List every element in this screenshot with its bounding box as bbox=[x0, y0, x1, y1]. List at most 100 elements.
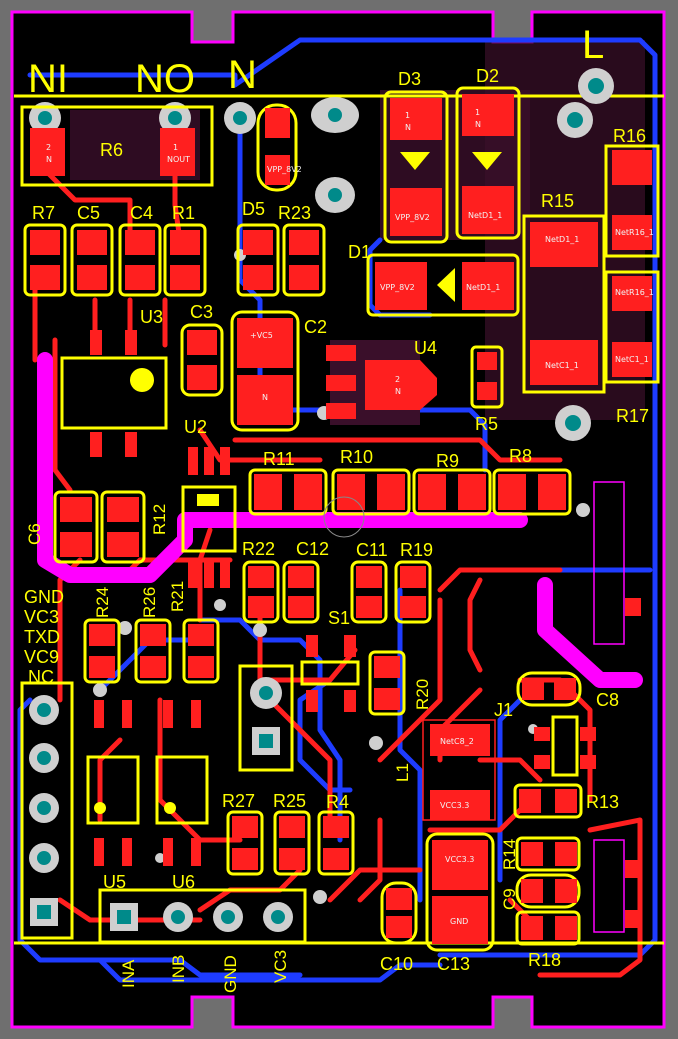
bottom-label-gnd: GND bbox=[221, 955, 240, 993]
svg-text:2: 2 bbox=[395, 375, 400, 384]
svg-text:1: 1 bbox=[173, 143, 178, 152]
r6-resistor: 2 N 1 NOUT bbox=[20, 105, 214, 187]
d1-diode: VPP_8V2 NetD1_1 bbox=[366, 253, 520, 317]
label-r19: R19 bbox=[400, 540, 433, 560]
svg-text:VCC3.3: VCC3.3 bbox=[445, 855, 474, 864]
label-s1: S1 bbox=[328, 608, 350, 628]
c13-cap: VCC3.3 GND bbox=[425, 832, 495, 952]
label-u4: U4 bbox=[414, 338, 437, 358]
u4-regulator: 2 N bbox=[326, 340, 437, 425]
svg-text:NetD1_1: NetD1_1 bbox=[466, 283, 500, 292]
r5-resistor bbox=[470, 345, 504, 409]
label-d2: D2 bbox=[476, 66, 499, 86]
label-r21: R21 bbox=[168, 581, 187, 612]
label-r5: R5 bbox=[475, 414, 498, 434]
label-n: N bbox=[228, 53, 257, 97]
label-u5: U5 bbox=[103, 872, 126, 892]
svg-text:NetR16_1: NetR16_1 bbox=[615, 288, 654, 297]
label-r9: R9 bbox=[436, 451, 459, 471]
label-r17: R17 bbox=[616, 406, 649, 426]
label-c2: C2 bbox=[304, 317, 327, 337]
u3-ic bbox=[60, 330, 168, 457]
label-ni: NI bbox=[28, 57, 68, 101]
label-r10: R10 bbox=[340, 447, 373, 467]
svg-text:N: N bbox=[46, 155, 52, 164]
svg-text:NetD1_1: NetD1_1 bbox=[545, 235, 579, 244]
svg-text:NetD1_1: NetD1_1 bbox=[468, 211, 502, 220]
label-c5: C5 bbox=[77, 203, 100, 223]
c2-cap: +VC5 N bbox=[230, 310, 300, 432]
c3-cap bbox=[180, 323, 224, 397]
svg-text:NetR16_1: NetR16_1 bbox=[615, 228, 654, 237]
svg-text:NetC1_1: NetC1_1 bbox=[615, 355, 649, 364]
label-r8: R8 bbox=[509, 446, 532, 466]
svg-text:N: N bbox=[262, 393, 268, 402]
label-c3: C3 bbox=[190, 302, 213, 322]
label-r22: R22 bbox=[242, 539, 275, 559]
label-r24: R24 bbox=[93, 587, 112, 618]
label-d5: D5 bbox=[242, 199, 265, 219]
label-c6: C6 bbox=[25, 523, 44, 545]
svg-text:VPP_8V2: VPP_8V2 bbox=[380, 283, 415, 292]
left-label-txd: TXD bbox=[24, 627, 60, 647]
label-r18: R18 bbox=[528, 950, 561, 970]
label-no: NO bbox=[135, 57, 195, 101]
left-label-vc3: VC3 bbox=[24, 607, 59, 627]
svg-text:+VC5: +VC5 bbox=[250, 331, 273, 340]
label-u2: U2 bbox=[184, 417, 207, 437]
bottom-label-ina: INA bbox=[119, 959, 138, 988]
bottom-label-inb: INB bbox=[169, 955, 188, 983]
svg-text:2: 2 bbox=[46, 143, 51, 152]
label-d3: D3 bbox=[398, 69, 421, 89]
label-c4: C4 bbox=[130, 203, 153, 223]
svg-text:VCC3.3: VCC3.3 bbox=[440, 801, 469, 810]
label-r4: R4 bbox=[326, 792, 349, 812]
svg-text:NetC8_2: NetC8_2 bbox=[440, 737, 474, 746]
r20-resistor bbox=[368, 650, 406, 716]
left-connector-outline bbox=[20, 681, 74, 940]
label-r27: R27 bbox=[222, 791, 255, 811]
resistor-row-middle bbox=[248, 468, 572, 538]
power-traces bbox=[37, 352, 643, 688]
svg-text:1: 1 bbox=[475, 108, 480, 117]
l1-inductor: NetC8_2 VCC3.3 bbox=[422, 719, 496, 821]
smd-row-top-left bbox=[23, 223, 326, 297]
label-r6: R6 bbox=[100, 140, 123, 160]
label-r13: R13 bbox=[586, 792, 619, 812]
label-r11: R11 bbox=[263, 449, 295, 469]
label-r7: R7 bbox=[32, 203, 55, 223]
svg-text:NetC1_1: NetC1_1 bbox=[545, 361, 579, 370]
svg-text:N: N bbox=[395, 387, 401, 396]
tht-relay-box bbox=[238, 664, 294, 772]
d2-diode: 1 N NetD1_1 bbox=[455, 86, 521, 240]
label-u3: U3 bbox=[140, 307, 163, 327]
label-c11: C11 bbox=[356, 540, 388, 560]
left-label-nc: NC bbox=[28, 667, 54, 687]
s1-switch bbox=[300, 635, 360, 712]
label-c10: C10 bbox=[380, 954, 413, 974]
label-r16: R16 bbox=[613, 126, 646, 146]
label-c13: C13 bbox=[437, 954, 470, 974]
right-connector-outline bbox=[593, 839, 625, 933]
r14-c9-r18 bbox=[515, 836, 581, 946]
label-r12: R12 bbox=[150, 504, 169, 535]
bottom-label-vc3: VC3 bbox=[271, 950, 290, 983]
left-label-gnd: GND bbox=[24, 587, 64, 607]
label-r14: R14 bbox=[500, 839, 519, 870]
label-c12: C12 bbox=[296, 539, 329, 559]
right-connector-outline-top bbox=[593, 481, 625, 645]
label-r23: R23 bbox=[278, 203, 311, 223]
svg-text:N: N bbox=[475, 120, 481, 129]
c10-cap bbox=[380, 881, 418, 945]
svg-text:VPP_8V2: VPP_8V2 bbox=[395, 213, 430, 222]
r13-resistor bbox=[513, 783, 583, 819]
svg-text:NOUT: NOUT bbox=[167, 155, 190, 164]
c8-cap bbox=[516, 671, 582, 707]
label-r15: R15 bbox=[541, 191, 574, 211]
bottom-connector-outline bbox=[98, 888, 307, 944]
left-label-vc9: VC9 bbox=[24, 647, 59, 667]
svg-text:VPP_8V2: VPP_8V2 bbox=[267, 165, 302, 174]
label-r20: R20 bbox=[413, 679, 432, 710]
svg-text:1: 1 bbox=[405, 111, 410, 120]
c6-r12 bbox=[53, 490, 146, 564]
